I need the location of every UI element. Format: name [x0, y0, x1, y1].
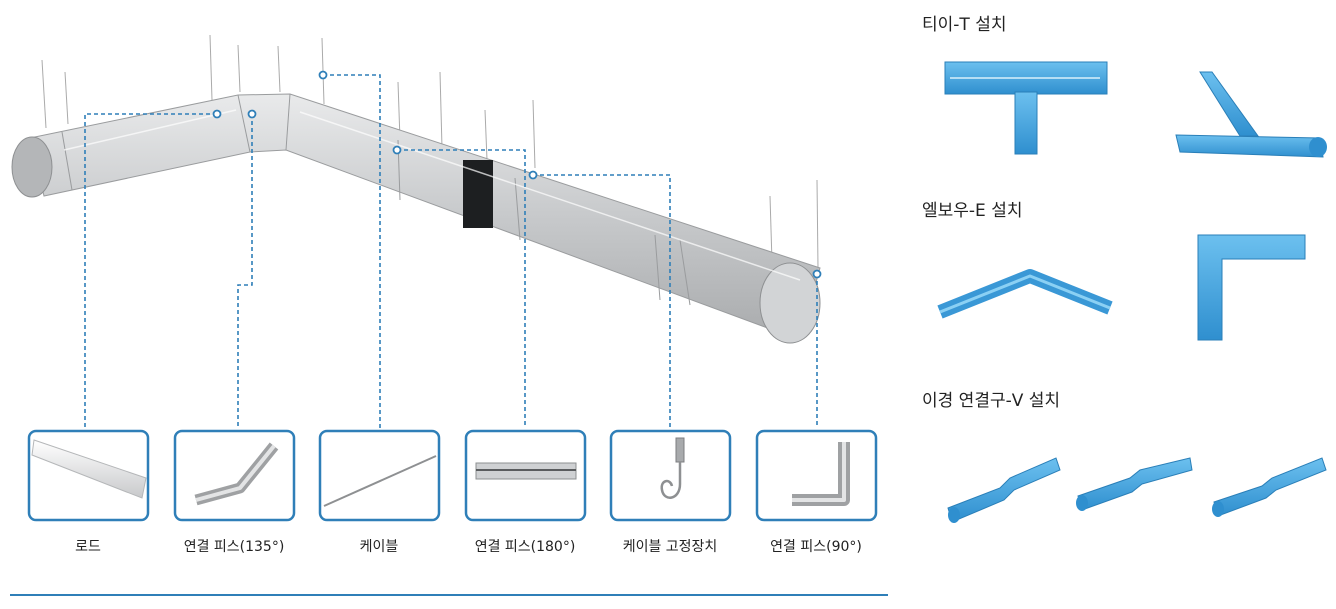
callout-dots — [212, 70, 822, 279]
part-label-rod: 로드 — [75, 539, 101, 555]
part-box-cable — [318, 429, 441, 522]
part-label-connector-180: 연결 피스(180°) — [474, 539, 576, 555]
elbow-install-title: 엘보우-E 설치 — [922, 201, 1023, 221]
part-box-cable-holder — [609, 429, 732, 522]
tee-install-title: 티이-T 설치 — [922, 15, 1007, 35]
part-box-connector-135 — [173, 429, 296, 522]
reducer-illustrations — [947, 457, 1327, 523]
bottom-divider — [10, 594, 888, 596]
tee-perspective-illustration — [1175, 71, 1327, 158]
part-box-connector-90 — [755, 429, 878, 522]
part-label-cable-holder: 케이블 고정장치 — [622, 539, 718, 555]
part-label-connector-135: 연결 피스(135°) — [183, 539, 285, 555]
part-box-connector-180 — [464, 429, 587, 522]
part-label-connector-90: 연결 피스(90°) — [770, 539, 862, 555]
tee-front-illustration — [944, 61, 1108, 155]
duct-body — [11, 93, 821, 344]
elbow-front-illustration — [1197, 234, 1306, 341]
part-box-rod — [27, 429, 150, 522]
elbow-perspective-illustration — [937, 269, 1113, 319]
reducer-install-title: 이경 연결구-V 설치 — [922, 391, 1061, 411]
callout-lines — [84, 74, 818, 428]
part-label-cable: 케이블 — [359, 539, 399, 555]
